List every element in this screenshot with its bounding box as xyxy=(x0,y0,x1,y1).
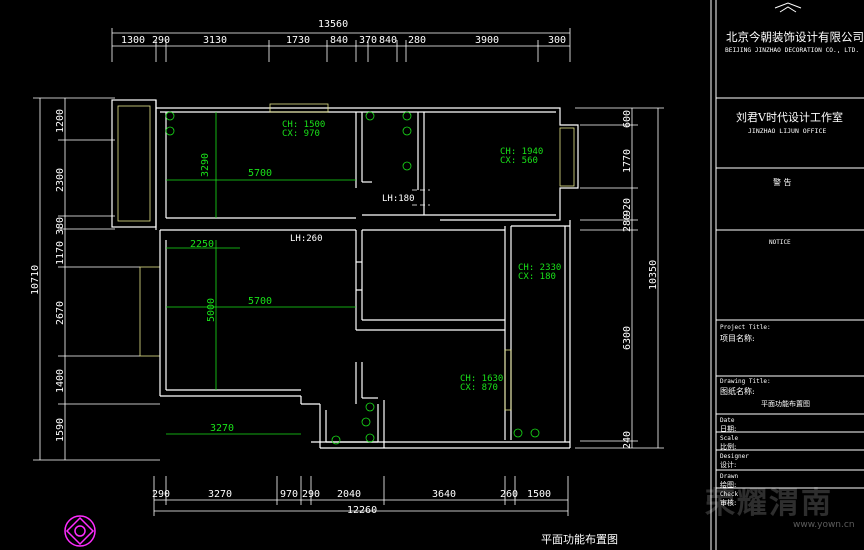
bottom-dimension-chain xyxy=(153,476,569,516)
left-dim-labels: 1200 2300 380 1170 2670 1400 1590 xyxy=(55,109,66,442)
interior-dimensions xyxy=(166,112,356,435)
top-dim-label: 300 xyxy=(548,35,566,46)
right-dim-label: 1770 xyxy=(622,149,633,173)
top-dim-label: 280 xyxy=(408,35,426,46)
top-dim-label: 1300 xyxy=(121,35,145,46)
interior-dim-2250: 2250 xyxy=(190,239,214,250)
drawing-title-value: 平面功能布置图 xyxy=(761,400,810,408)
right-dim-labels: 600 1770 920 280 6300 240 xyxy=(622,110,633,449)
top-dim-labels: 1300 290 3130 1730 840 370 840 280 3900 … xyxy=(121,35,566,46)
title-block: 北京今朝装饰设计有限公司 BEIJING JINZHAO DECORATION … xyxy=(711,0,864,550)
top-dimension-chain xyxy=(111,28,571,62)
room-label-cx: CX: 870 xyxy=(460,383,498,393)
watermark-text: 荣耀渭南 xyxy=(705,486,833,521)
right-dim-label: 6300 xyxy=(622,326,633,350)
interior-dim-5000: 5000 xyxy=(206,298,217,322)
company-logo-icon xyxy=(774,2,802,13)
bottom-dim-label: 1500 xyxy=(527,489,551,500)
title-row-label-cn: 日期: xyxy=(720,425,737,433)
studio-name-cn: 刘君V时代设计工作室 xyxy=(736,111,843,124)
right-dimension-chain xyxy=(575,107,664,449)
top-dim-label: 3130 xyxy=(203,35,227,46)
title-row-label-cn: 设计: xyxy=(720,461,737,469)
drawing-title-en: Drawing Title: xyxy=(720,378,771,385)
left-dim-label: 1400 xyxy=(55,369,66,393)
north-arrow-icon xyxy=(64,515,96,547)
bottom-dim-label: 3270 xyxy=(208,489,232,500)
top-dim-label: 3900 xyxy=(475,35,499,46)
project-title-en: Project Title: xyxy=(720,324,771,331)
title-row-label-cn: 绘图: xyxy=(720,481,737,489)
right-dim-label: 600 xyxy=(622,110,633,128)
watermark-url: www.yown.cn xyxy=(793,520,855,530)
bottom-dim-label: 2040 xyxy=(337,489,361,500)
top-total-dim: 13560 xyxy=(318,19,348,30)
left-total-dim: 10710 xyxy=(30,265,41,295)
room-label-ch: CH: 2330 xyxy=(518,263,561,273)
notice-title-cn: 警 告 xyxy=(773,178,792,187)
left-dim-label: 380 xyxy=(55,217,66,235)
title-row-label-cn: 审核: xyxy=(720,499,737,507)
room-label-cx: CX: 180 xyxy=(518,272,556,282)
left-dim-label: 1590 xyxy=(55,418,66,442)
interior-dim-5700-lower: 5700 xyxy=(248,296,272,307)
room-label-cx: CX: 970 xyxy=(282,129,320,139)
studio-name-en: JINZHAO LIJUN OFFICE xyxy=(748,127,827,135)
interior-dim-3270: 3270 xyxy=(210,423,234,434)
company-name-en: BEIJING JINZHAO DECORATION CO., LTD. xyxy=(725,47,860,54)
right-dim-label: 280 xyxy=(622,214,633,232)
drawing-caption: 平面功能布置图 xyxy=(541,533,618,546)
title-row-label: Date xyxy=(720,417,735,424)
corridor-dashes xyxy=(214,189,430,231)
windows xyxy=(269,103,575,411)
top-dim-ticks xyxy=(111,28,571,62)
room-label-ch: CH: 1500 xyxy=(282,120,325,130)
walls xyxy=(111,99,579,449)
right-dim-label: 240 xyxy=(622,431,633,449)
bottom-dim-labels: 290 3270 970 290 2040 3640 260 1500 xyxy=(152,489,551,500)
room-label-ch: CH: 1940 xyxy=(500,147,543,157)
bottom-dim-label: 970 xyxy=(280,489,298,500)
title-row-label: Check xyxy=(720,491,739,498)
bottom-total-dim: 12260 xyxy=(347,505,377,516)
lh-label: LH:180 xyxy=(382,194,415,204)
bottom-dim-label: 3640 xyxy=(432,489,456,500)
lh-label: LH:260 xyxy=(290,234,323,244)
top-dim-label: 840 xyxy=(330,35,348,46)
top-dim-label: 840 xyxy=(379,35,397,46)
interior-dim-5700-upper: 5700 xyxy=(248,168,272,179)
company-name-cn: 北京今朝装饰设计有限公司 xyxy=(726,30,864,44)
left-dimension-chain xyxy=(33,97,160,461)
left-dim-label: 2670 xyxy=(55,301,66,325)
right-dim-label: 920 xyxy=(622,198,633,216)
title-row-label: Scale xyxy=(720,435,739,442)
notice-title-en: NOTICE xyxy=(769,239,791,246)
title-block-frame xyxy=(710,0,864,550)
bottom-dim-label: 290 xyxy=(302,489,320,500)
bottom-dim-label: 290 xyxy=(152,489,170,500)
right-total-dim: 10350 xyxy=(648,260,659,290)
room-label-ch: CH: 1630 xyxy=(460,374,503,384)
top-dim-label: 370 xyxy=(359,35,377,46)
top-dim-label: 1730 xyxy=(286,35,310,46)
drawing-title-cn: 图纸名称: xyxy=(720,387,755,396)
room-label-cx: CX: 560 xyxy=(500,156,538,166)
title-row-label-cn: 比例: xyxy=(720,443,737,451)
left-dim-label: 1170 xyxy=(55,241,66,265)
title-row-label: Drawn xyxy=(720,473,739,480)
interior-dim-3290: 3290 xyxy=(200,153,211,177)
project-title-cn: 项目名称: xyxy=(720,334,755,343)
outlet-symbols xyxy=(165,111,540,445)
left-dim-label: 2300 xyxy=(55,168,66,192)
top-dim-label: 290 xyxy=(152,35,170,46)
title-row-label: Designer xyxy=(720,453,749,460)
left-dim-label: 1200 xyxy=(55,109,66,133)
bottom-dim-label: 260 xyxy=(500,489,518,500)
